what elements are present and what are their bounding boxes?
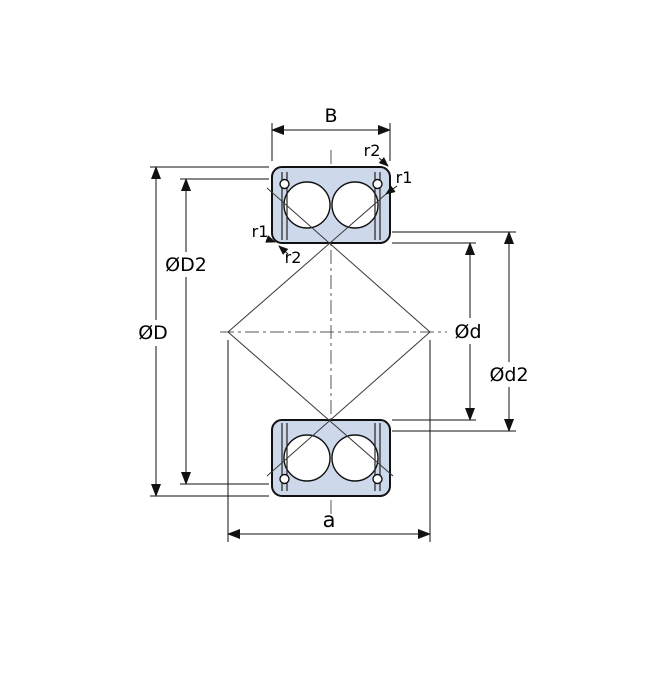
od-label-background [130, 320, 177, 346]
corner-radius-callouts-left: r1 r2 [252, 222, 302, 267]
top-left-ball [283, 181, 331, 229]
top-right-ball [331, 181, 379, 229]
bottom-left-seal-lip [279, 473, 290, 485]
contact-angle-lines [227, 187, 431, 477]
top-left-seal-lip [279, 178, 290, 190]
label-r1-right: r1 [396, 168, 413, 187]
dimension-od: ØD [130, 166, 269, 497]
id2-label-background [482, 362, 537, 387]
bottom-bearing-section [271, 419, 391, 497]
bottom-left-ball [283, 434, 331, 482]
dimension-id2: Ød2 [392, 231, 537, 432]
label-bore: Ød [454, 321, 481, 343]
dimension-a: a [227, 340, 431, 542]
bottom-right-ball [331, 434, 379, 482]
bottom-right-seal-lip [372, 473, 383, 485]
dimension-od2: ØD2 [160, 178, 269, 485]
dimension-b: B [271, 105, 391, 161]
label-r1-left: r1 [252, 222, 269, 241]
contact-line-4 [266, 331, 431, 477]
r1-right-leader [385, 185, 398, 195]
label-b: B [324, 105, 337, 127]
label-r2-left: r2 [285, 248, 302, 267]
top-right-seal-lip [372, 178, 383, 190]
corner-radius-callouts-right: r2 r1 [364, 141, 413, 195]
r2-top-leader [378, 157, 389, 167]
label-od: ØD [138, 322, 168, 344]
r1-left-leader [265, 235, 276, 243]
label-a: a [323, 508, 336, 532]
contact-line-3 [227, 331, 394, 477]
dimension-bore: Ød [392, 242, 490, 421]
label-r2-top: r2 [364, 141, 381, 160]
contact-line-1 [227, 187, 394, 333]
label-id2: Ød2 [489, 364, 528, 386]
contact-line-2 [266, 187, 431, 333]
r2-left-leader [278, 245, 289, 255]
od2-label-background [160, 252, 213, 277]
label-od2: ØD2 [165, 254, 207, 276]
bore-label-background [447, 318, 490, 344]
top-bearing-section [271, 166, 391, 244]
